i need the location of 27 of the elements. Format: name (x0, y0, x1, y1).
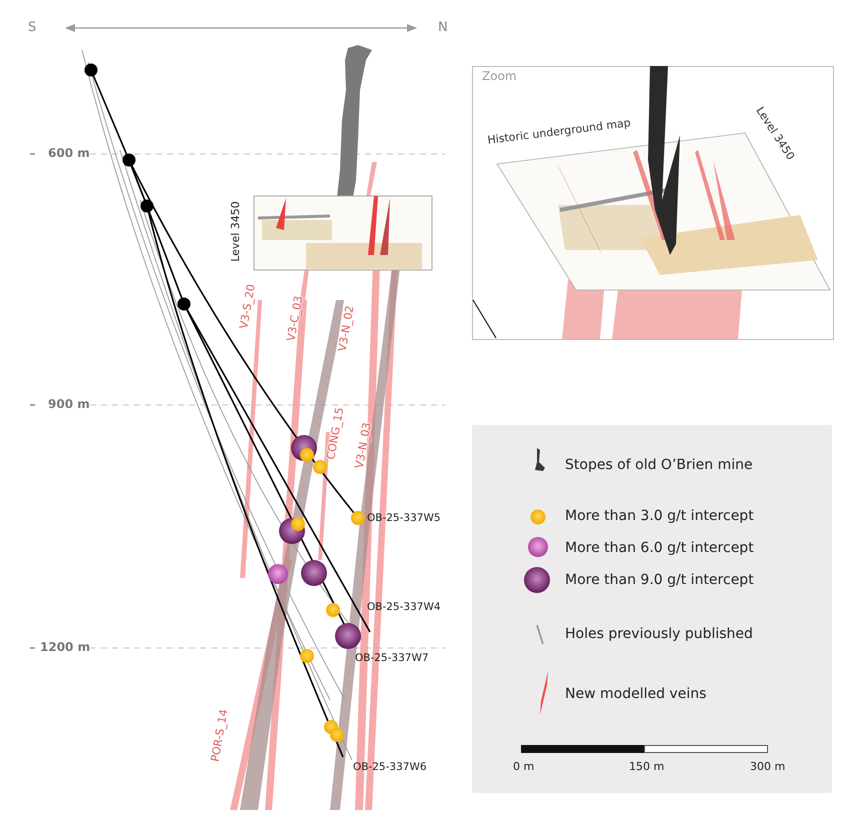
legend-label: More than 6.0 g/t intercept (565, 541, 754, 555)
depth-label: 900 m (48, 398, 90, 410)
inset-title: Zoom (482, 70, 517, 82)
vein-label: V3-C_03 (285, 295, 304, 342)
level-label: Level 3450 (230, 201, 241, 262)
vein-label: V3-S_20 (238, 283, 257, 330)
scale-label: 0 m (513, 761, 534, 772)
vein-label: CONG_15 (325, 406, 346, 460)
compass-label: S (28, 21, 36, 34)
hole-label: OB-25-337W7 (355, 653, 429, 664)
scale-label: 300 m (750, 761, 786, 772)
legend-label: More than 9.0 g/t intercept (565, 573, 754, 587)
depth-label: 600 m (48, 147, 90, 159)
hole-label: OB-25-337W4 (367, 602, 441, 612)
vein-label: V3-N_02 (336, 304, 356, 352)
map-label: Historic underground map (486, 117, 632, 146)
vein-label: POR-S_14 (209, 708, 230, 763)
legend-label: More than 3.0 g/t intercept (565, 509, 754, 523)
depth-label: 1200 m (40, 641, 90, 653)
legend-label: Holes previously published (565, 627, 753, 641)
legend-label: Stopes of old O’Brien mine (565, 458, 753, 472)
legend-label: New modelled veins (565, 687, 706, 701)
vein-label: V3-N_03 (354, 422, 373, 470)
hole-label: OB-25-337W5 (367, 513, 441, 524)
scale-label: 150 m (629, 761, 664, 772)
hole-label: OB-25-337W6 (353, 762, 427, 772)
compass-label: N (438, 21, 448, 34)
